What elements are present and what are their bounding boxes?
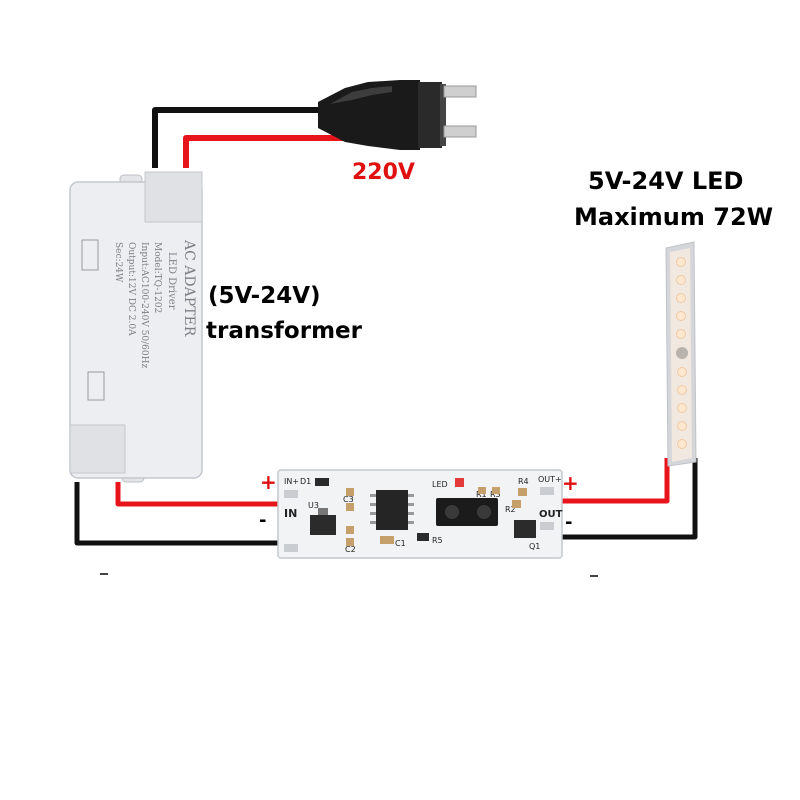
transformer-voltage-label: (5V-24V) [208,283,321,309]
board-c3: C3 [343,495,354,504]
board-u3: U3 [308,501,319,510]
board-c2: C2 [345,545,356,554]
board-r5: R5 [432,536,443,545]
board-q1: Q1 [529,542,540,551]
adapter-model: Model:TQ-1202 [152,242,162,313]
board-in-plus: IN+ [284,477,299,486]
led-voltage-label: 5V-24V LED [588,167,744,195]
black-wire-adapter-to-in [74,482,278,546]
board-chip [376,490,408,530]
red-wire-out-to-led [562,458,670,504]
plug-prong-top [443,85,477,98]
led-power-label: Maximum 72W [574,203,774,231]
adapter: AC ADAPTER LED Driver Model:TQ-1202 Inpu… [69,171,203,483]
output-minus-sign: - [565,512,573,533]
board-out: OUT [539,509,563,520]
led-sensor [676,347,688,359]
board-d1: D1 [300,477,311,486]
board-diode [315,478,329,486]
mains-voltage-label: 220V [352,160,415,185]
board-r4: R4 [518,477,529,486]
adapter-title: AC ADAPTER [181,239,197,337]
adapter-input: Input:AC100-240V 50/60Hz [139,242,149,368]
red-wire-plug-to-adapter [183,135,345,168]
black-wire-plug-to-adapter [152,107,342,168]
board-in: IN [284,507,297,520]
adapter-sec: Sec:24W [113,242,123,283]
adapter-label: AC ADAPTER LED Driver Model:TQ-1202 Inpu… [113,239,197,368]
input-plus-sign: + [260,470,277,494]
board-led: LED [432,480,448,489]
red-wire-adapter-to-in [115,482,278,507]
board-out-plus: OUT+ [538,475,562,484]
output-plus-sign: + [562,471,579,495]
transformer-label: transformer [206,318,362,344]
board-regulator [310,515,336,535]
board-r2: R2 [505,505,516,514]
power-plug [318,80,477,150]
circuit-board: IN+ IN OUT+ OUT D1 C3 U3 C2 C1 R5 LED R1… [277,469,563,559]
board-ir-sensor [436,498,498,526]
board-r3: R3 [490,490,501,499]
wires [74,107,698,546]
adapter-subtitle: LED Driver [166,252,177,310]
input-minus-sign: - [259,510,267,531]
board-r1: R1 [476,490,487,499]
board-transistor [514,520,536,538]
black-wire-out-to-led [562,458,698,540]
plug-prong-bottom [443,125,477,138]
led-strip [665,241,697,467]
board-c1: C1 [395,539,406,548]
adapter-output: Output:12V DC 2.0A [126,242,136,336]
